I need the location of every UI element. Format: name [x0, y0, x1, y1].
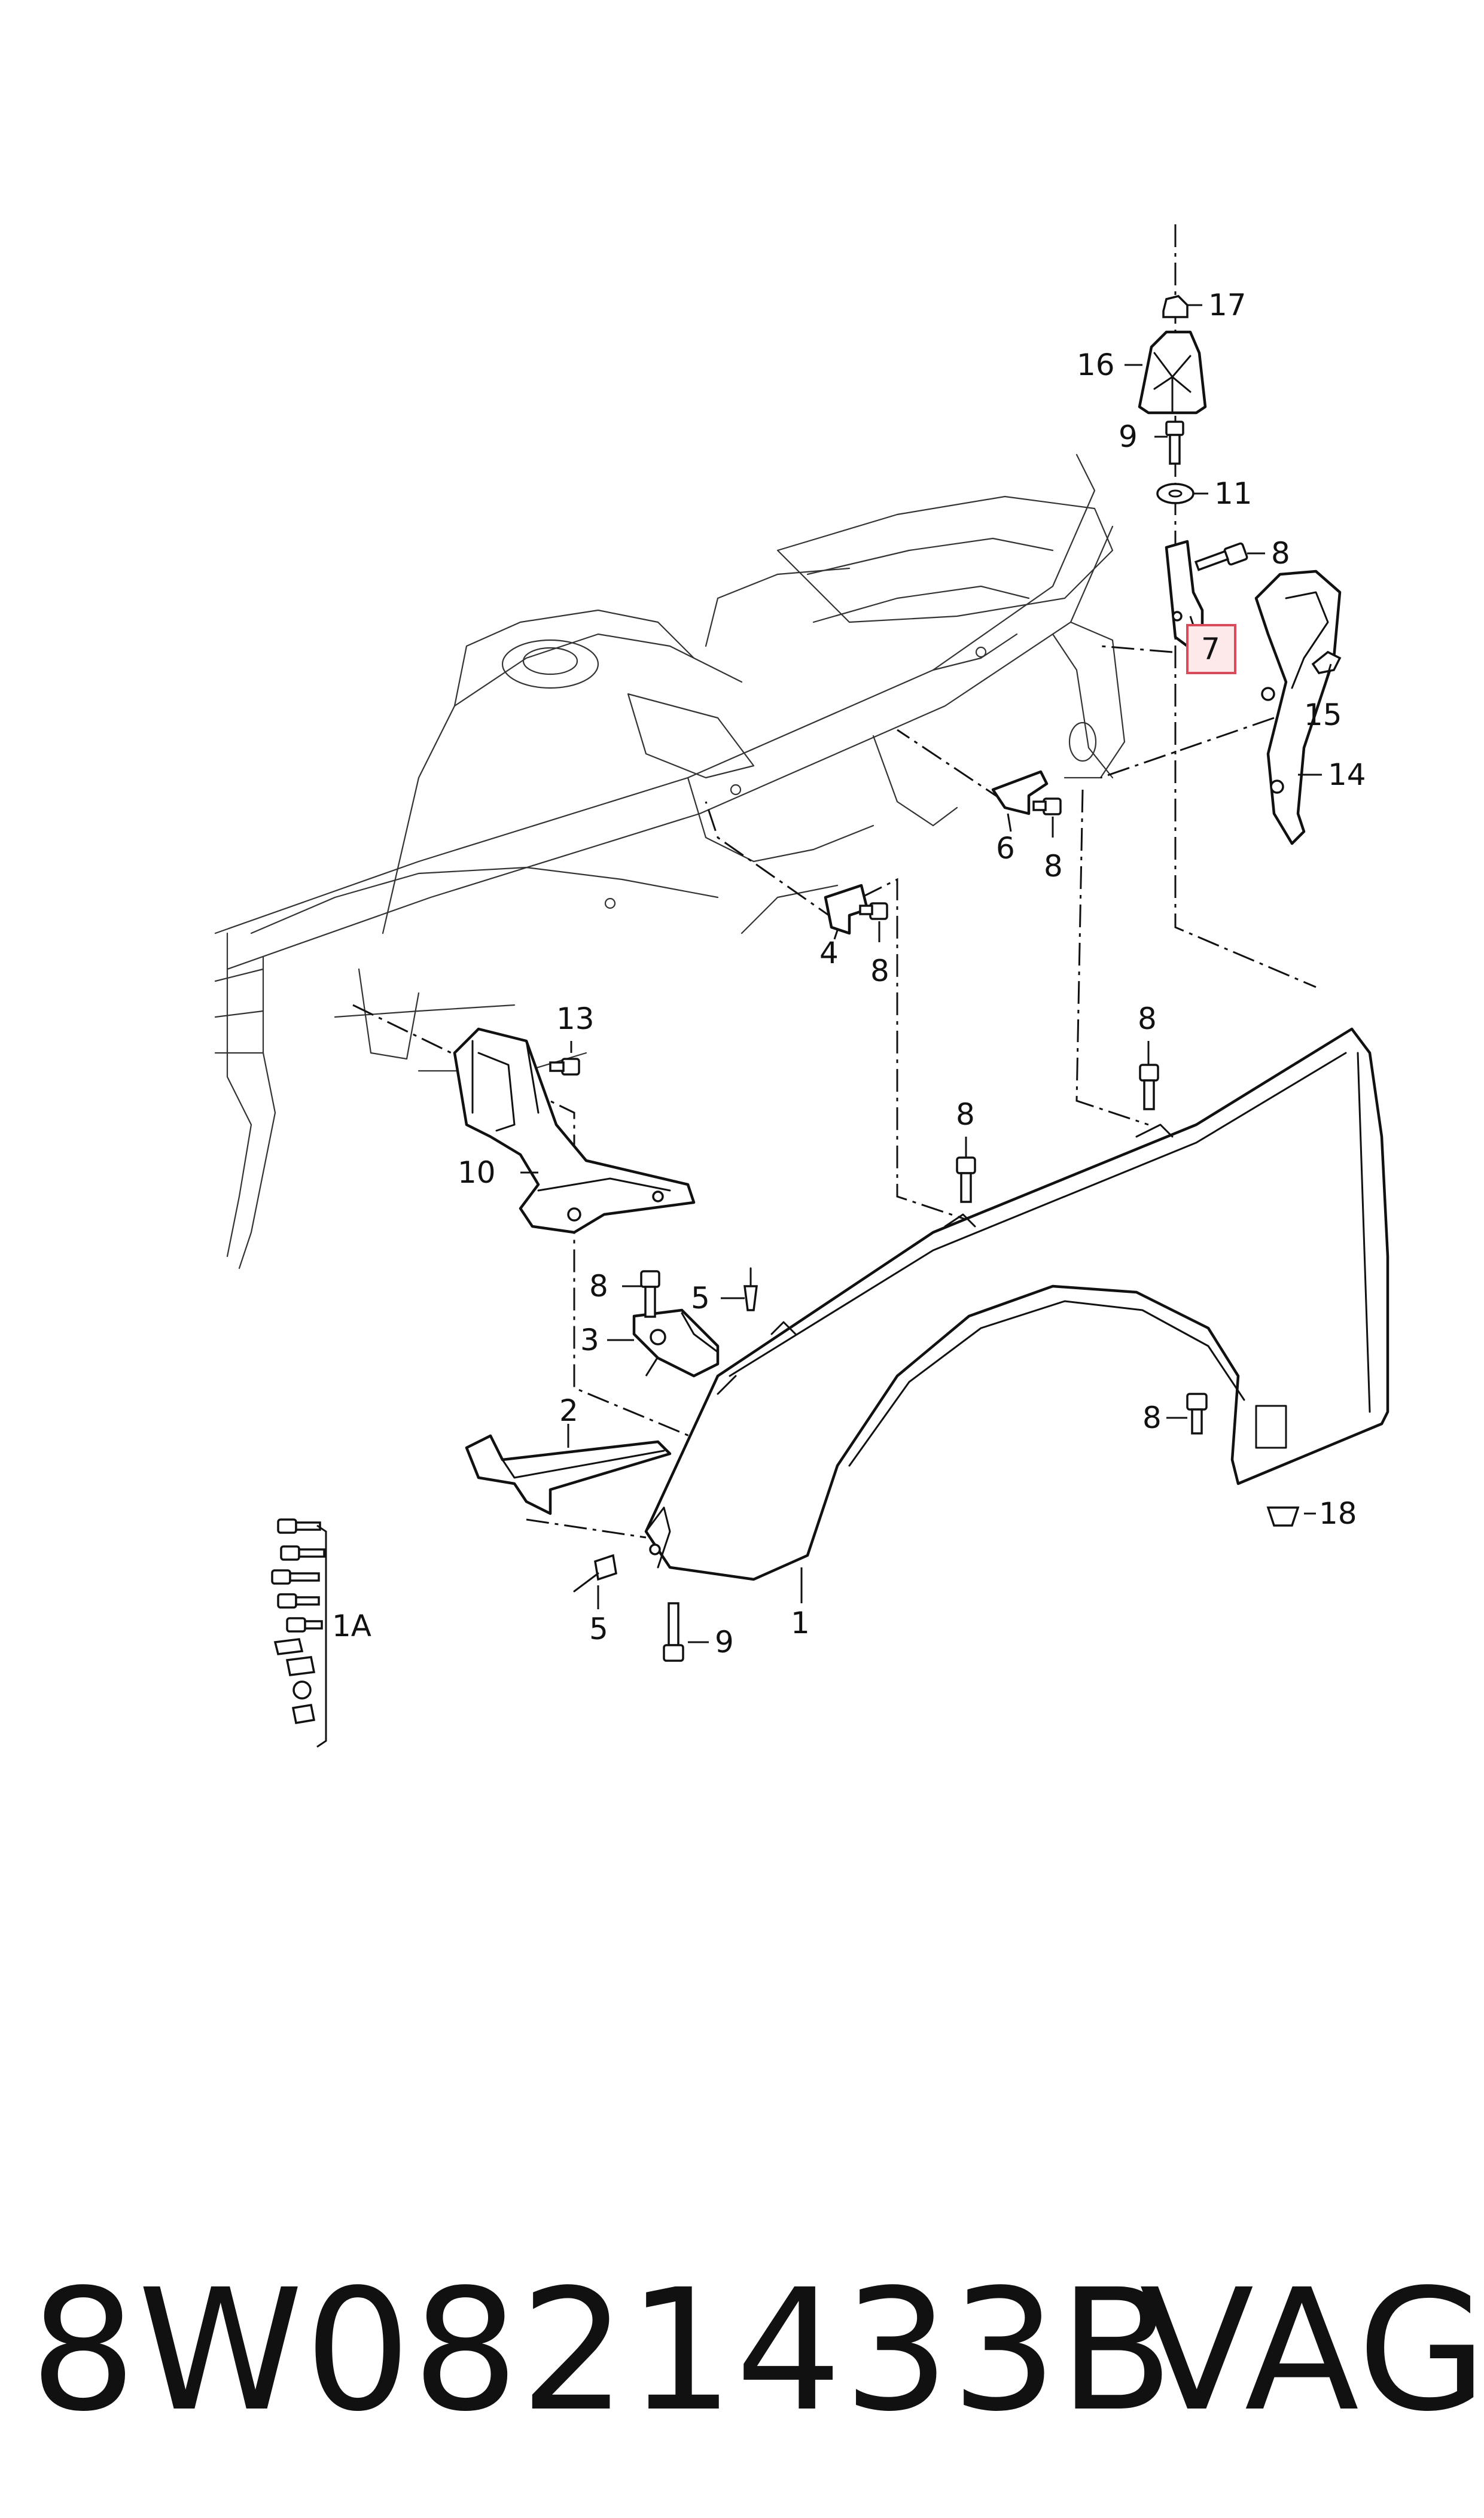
support-strip-part-2 [465, 1434, 672, 1515]
callout-9-top: 9 [1119, 419, 1138, 454]
callout-6: 6 [996, 831, 1015, 866]
callout-18: 18 [1319, 1496, 1357, 1531]
callout-3: 3 [580, 1323, 599, 1357]
body-structure-outline [214, 453, 1126, 1269]
exploded-parts-diagram: 17 16 9 11 8 7 15 14 6 8 4 8 13 10 8 8 8… [214, 224, 1389, 1748]
bolt-part-8-bracket-3 [640, 1270, 660, 1318]
part-number: 8W0821433B [30, 2254, 1175, 2449]
callout-5-upper: 5 [691, 1281, 710, 1316]
callout-4: 4 [819, 936, 839, 970]
callout-8-fender-mid: 8 [956, 1097, 975, 1132]
callout-5-lower: 5 [589, 1612, 608, 1646]
callout-labels: 17 16 9 11 8 7 15 14 6 8 4 8 13 10 8 8 8… [332, 288, 1366, 1660]
trim-piece-part-14 [1254, 570, 1342, 845]
callout-8-upper-right: 8 [1271, 536, 1290, 571]
bolt-part-8-wheel-arch [1186, 1393, 1208, 1435]
bolt-part-9-top [1165, 421, 1184, 465]
callout-1a: 1A [332, 1609, 371, 1643]
callout-8-near-4: 8 [870, 954, 889, 988]
buffer-part-16 [1138, 330, 1207, 415]
callout-7: 7 [1201, 632, 1220, 666]
callout-16: 16 [1077, 348, 1115, 382]
bolt-part-8-near-6 [1032, 797, 1062, 815]
fender-part-1 [644, 1027, 1389, 1581]
washer-part-11 [1156, 483, 1194, 504]
bolt-part-8-fender-mid [956, 1156, 976, 1203]
mount-bracket-part-10 [453, 1027, 696, 1234]
bolt-part-8-near-4 [859, 902, 888, 920]
bolt-part-13 [549, 1058, 580, 1076]
callout-7-highlight [1186, 624, 1236, 674]
callout-leaders [520, 304, 1332, 1643]
bolt-part-8-upper-right [1194, 542, 1248, 571]
callout-8-near-6: 8 [1044, 849, 1063, 884]
callout-2: 2 [559, 1393, 578, 1428]
brand-name: VAG [1139, 2254, 1484, 2449]
bolt-part-8-fender-rear [1139, 1064, 1159, 1110]
clip-part-5-lower [573, 1554, 617, 1593]
callout-13: 13 [556, 1001, 595, 1036]
callout-9-lower: 9 [715, 1625, 734, 1660]
callout-14: 14 [1328, 757, 1366, 792]
clip-part-15 [1311, 650, 1342, 674]
bracket-part-3 [632, 1308, 720, 1378]
callout-15: 15 [1304, 698, 1342, 732]
callout-17: 17 [1208, 288, 1247, 322]
clip-part-5-upper [743, 1267, 758, 1311]
clip-part-18 [1266, 1506, 1300, 1527]
washer-hole-part-11 [1168, 489, 1183, 498]
callout-8-fender-rear: 8 [1138, 1001, 1157, 1036]
callout-10: 10 [458, 1155, 496, 1190]
callout-8-bracket-3: 8 [589, 1269, 608, 1304]
bracket-part-4 [824, 884, 869, 935]
callout-11: 11 [1214, 476, 1253, 511]
bolt-part-9-lower [663, 1602, 684, 1662]
fastener-kit-part-1a [271, 1518, 327, 1748]
callout-1: 1 [791, 1606, 810, 1640]
cap-part-17 [1162, 295, 1189, 318]
bracket-part-6 [991, 770, 1049, 815]
callout-8-wheel-arch: 8 [1142, 1400, 1162, 1435]
